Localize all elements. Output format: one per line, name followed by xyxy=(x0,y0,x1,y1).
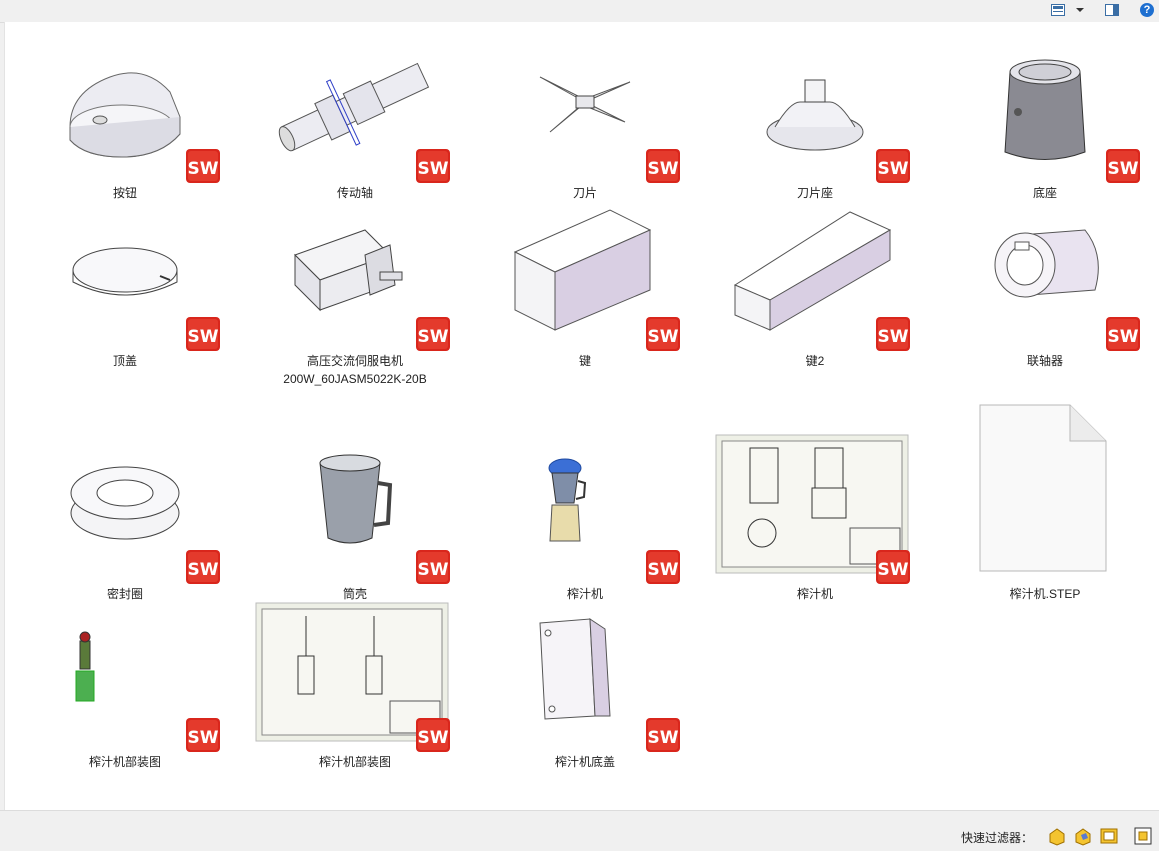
juicer-assembly-icon xyxy=(548,458,587,542)
blade-part-icon xyxy=(539,76,631,133)
file-item[interactable]: SW 榨汁机底盖 xyxy=(470,601,700,771)
servo-motor-part-icon xyxy=(294,229,403,312)
solidworks-badge-icon: SW xyxy=(416,149,450,183)
svg-text:SW: SW xyxy=(188,159,219,179)
svg-text:SW: SW xyxy=(418,728,449,748)
quick-filter-label: 快速过滤器： xyxy=(960,831,1033,845)
svg-text:SW: SW xyxy=(418,560,449,580)
key2-part-icon xyxy=(733,211,892,331)
solidworks-badge-icon: SW xyxy=(646,718,680,752)
file-item[interactable]: SW 刀片座 xyxy=(700,32,930,202)
svg-text:SW: SW xyxy=(648,728,679,748)
filter-toplevel-icon[interactable] xyxy=(1132,825,1154,847)
svg-text:SW: SW xyxy=(188,560,219,580)
file-grid: SW 按钮 SW 传动轴 SW xyxy=(4,22,1159,810)
drive-shaft-part-icon xyxy=(278,62,430,152)
blade-seat-part-icon xyxy=(766,79,864,151)
svg-text:SW: SW xyxy=(878,560,909,580)
top-cover-part-icon xyxy=(72,247,178,296)
file-item[interactable]: 榨汁机.STEP xyxy=(930,404,1159,603)
solidworks-badge-icon: SW xyxy=(186,317,220,351)
solidworks-badge-icon: SW xyxy=(186,550,220,584)
file-item[interactable]: SW 传动轴 xyxy=(240,32,470,202)
solidworks-badge-icon: SW xyxy=(646,550,680,584)
file-item[interactable]: SW 联轴器 xyxy=(930,200,1159,370)
svg-text:SW: SW xyxy=(188,728,219,748)
coupling-part-icon xyxy=(994,229,1099,298)
file-item[interactable]: SW 筒壳 xyxy=(240,433,470,603)
svg-text:SW: SW xyxy=(1108,159,1139,179)
solidworks-badge-icon: SW xyxy=(416,550,450,584)
sub-assembly-icon xyxy=(75,631,95,702)
file-item[interactable]: SW 榨汁机 xyxy=(470,433,700,603)
seal-ring-part-icon xyxy=(70,466,180,540)
view-layout-icon[interactable] xyxy=(1050,2,1066,18)
base-part-icon xyxy=(1004,59,1086,160)
solidworks-badge-icon: SW xyxy=(416,718,450,752)
filter-parts-icon[interactable] xyxy=(1046,825,1068,847)
svg-text:SW: SW xyxy=(418,159,449,179)
solidworks-badge-icon: SW xyxy=(876,149,910,183)
filter-assemblies-icon[interactable] xyxy=(1072,825,1094,847)
file-item[interactable]: SW 榨汁机部装图 xyxy=(240,601,470,771)
svg-text:SW: SW xyxy=(1108,327,1139,347)
button-part-icon xyxy=(69,72,181,158)
chevron-down-icon[interactable] xyxy=(1072,2,1088,18)
generic-file-icon xyxy=(979,404,1107,572)
sub-assembly-drawing-icon xyxy=(255,602,449,742)
bottom-cover-part-icon xyxy=(539,618,611,720)
file-item[interactable]: SW 榨汁机 xyxy=(700,433,930,603)
file-item[interactable]: SW 顶盖 xyxy=(10,200,240,370)
solidworks-badge-icon: SW xyxy=(186,149,220,183)
file-item[interactable]: SW 按钮 xyxy=(10,32,240,202)
svg-text:SW: SW xyxy=(418,327,449,347)
solidworks-badge-icon: SW xyxy=(186,718,220,752)
svg-text:SW: SW xyxy=(648,327,679,347)
help-icon[interactable]: ? xyxy=(1139,2,1155,18)
file-item[interactable]: SW 键2 xyxy=(700,200,930,370)
solidworks-badge-icon: SW xyxy=(876,550,910,584)
svg-text:SW: SW xyxy=(188,327,219,347)
top-toolbar: ? xyxy=(0,0,1159,23)
svg-text:SW: SW xyxy=(878,327,909,347)
solidworks-badge-icon: SW xyxy=(876,317,910,351)
solidworks-badge-icon: SW xyxy=(646,149,680,183)
key-part-icon xyxy=(513,209,652,331)
svg-text:SW: SW xyxy=(648,560,679,580)
svg-text:SW: SW xyxy=(878,159,909,179)
jar-shell-part-icon xyxy=(319,454,393,544)
file-item[interactable]: SW 底座 xyxy=(930,32,1159,202)
solidworks-badge-icon: SW xyxy=(646,317,680,351)
solidworks-badge-icon: SW xyxy=(1106,317,1140,351)
file-item[interactable]: SW 密封圈 xyxy=(10,433,240,603)
filter-drawings-icon[interactable] xyxy=(1098,825,1120,847)
juicer-drawing-icon xyxy=(715,434,909,574)
status-bar: 快速过滤器： xyxy=(0,810,1159,851)
solidworks-badge-icon: SW xyxy=(416,317,450,351)
file-item[interactable]: SW 高压交流伺服电机 200W_60JASM5022K-20B xyxy=(240,200,470,386)
file-item[interactable]: SW 榨汁机部装图 xyxy=(10,601,240,771)
file-item[interactable]: SW 刀片 xyxy=(470,32,700,202)
svg-text:SW: SW xyxy=(648,159,679,179)
solidworks-badge-icon: SW xyxy=(1106,149,1140,183)
preview-pane-icon[interactable] xyxy=(1104,2,1120,18)
file-item[interactable]: SW 键 xyxy=(470,200,700,370)
